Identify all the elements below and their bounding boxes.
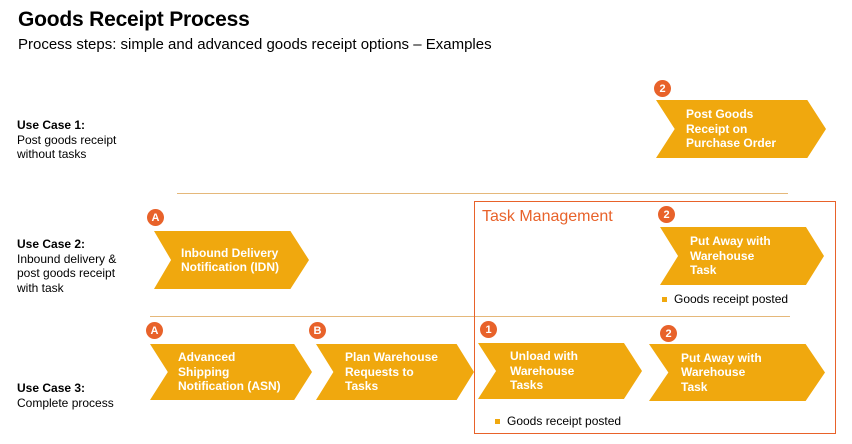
note-uc3-goods-receipt-posted: Goods receipt posted [495, 414, 621, 428]
step-advanced-shipping-notification-label: Advanced Shipping Notification (ASN) [178, 350, 281, 394]
use-case-3-title: Use Case 3: [17, 381, 86, 395]
step-badge-uc1-post-gr: 2 [654, 80, 671, 97]
use-case-3-description: Complete process [17, 395, 114, 410]
step-advanced-shipping-notification[interactable]: Advanced Shipping Notification (ASN) [150, 344, 312, 400]
step-inbound-delivery-notification[interactable]: Inbound Delivery Notification (IDN) [154, 231, 309, 289]
bullet-icon [662, 296, 667, 302]
use-case-2-label: Use Case 2: Inbound delivery & post good… [17, 237, 116, 295]
step-put-away-uc2-label: Put Away with Warehouse Task [690, 234, 771, 278]
use-case-1-description: Post goods receipt without tasks [17, 132, 117, 162]
use-case-2-title: Use Case 2: [17, 237, 86, 251]
step-badge-uc3-asn: A [146, 322, 163, 339]
note-uc3-text: Goods receipt posted [507, 414, 622, 428]
step-post-goods-receipt[interactable]: Post Goods Receipt on Purchase Order [656, 100, 826, 158]
use-case-2-description: Inbound delivery & post goods receipt wi… [17, 251, 117, 295]
task-management-box [474, 201, 836, 434]
page-title: Goods Receipt Process [18, 8, 250, 31]
step-put-away-uc2[interactable]: Put Away with Warehouse Task [660, 227, 824, 285]
note-uc2-text: Goods receipt posted [674, 292, 789, 306]
step-inbound-delivery-notification-label: Inbound Delivery Notification (IDN) [181, 245, 279, 275]
task-management-label: Task Management [482, 208, 613, 225]
step-put-away-uc3[interactable]: Put Away with Warehouse Task [649, 344, 825, 401]
bullet-icon [495, 418, 500, 424]
use-case-3-label: Use Case 3: Complete process [17, 381, 114, 410]
step-unload-warehouse-tasks-label: Unload with Warehouse Tasks [510, 349, 578, 393]
step-badge-uc3-putaway: 2 [660, 325, 677, 342]
page-subtitle: Process steps: simple and advanced goods… [18, 36, 492, 53]
step-put-away-uc3-label: Put Away with Warehouse Task [681, 350, 762, 394]
step-badge-uc2-putaway: 2 [658, 206, 675, 223]
use-case-1-label: Use Case 1: Post goods receipt without t… [17, 118, 116, 162]
step-plan-warehouse-requests-label: Plan Warehouse Requests to Tasks [345, 350, 438, 394]
step-badge-uc2-idn: A [147, 209, 164, 226]
use-case-1-title: Use Case 1: [17, 118, 86, 132]
step-badge-uc3-plan: B [309, 322, 326, 339]
row-divider-2 [150, 316, 790, 317]
note-uc2-goods-receipt-posted: Goods receipt posted [662, 292, 788, 306]
step-post-goods-receipt-label: Post Goods Receipt on Purchase Order [686, 107, 777, 151]
step-unload-warehouse-tasks[interactable]: Unload with Warehouse Tasks [478, 343, 642, 399]
step-plan-warehouse-requests[interactable]: Plan Warehouse Requests to Tasks [316, 344, 474, 400]
step-badge-uc3-unload: 1 [480, 321, 497, 338]
row-divider-1 [177, 193, 788, 194]
